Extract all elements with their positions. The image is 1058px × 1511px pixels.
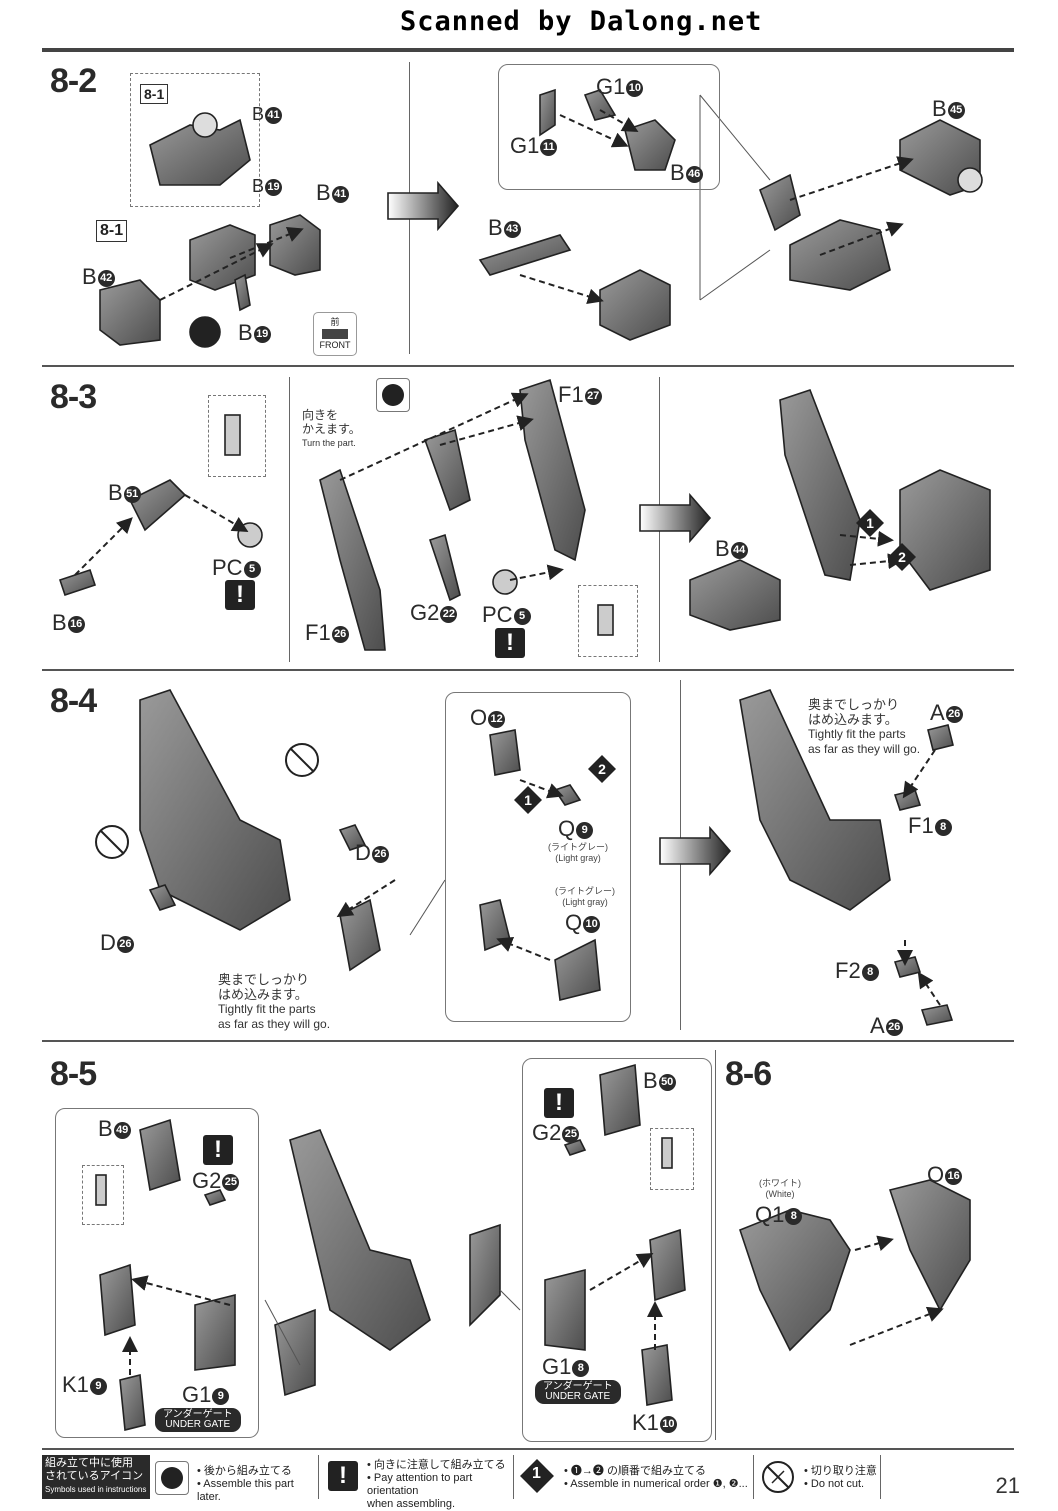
orientation-warning-icon: ! [203, 1135, 233, 1165]
legend-item: • 切り取り注意 • Do not cut. [760, 1455, 890, 1499]
legend-item: ! • 向きに注意して組み立てる • Pay attention to part… [325, 1455, 515, 1510]
legend-divider [753, 1455, 754, 1499]
orientation-warning-icon: ! [328, 1461, 358, 1491]
section-divider [42, 1040, 1014, 1042]
svg-text:1: 1 [866, 515, 874, 531]
fit-note: 奥までしっかり はめ込みます。 Tightly fit the parts as… [808, 697, 921, 756]
legend-item: • 後から組み立てる • Assemble this part later. [155, 1455, 315, 1503]
ref-tag: 8-1 [140, 84, 169, 104]
legend-divider [318, 1455, 319, 1499]
assemble-later-icon [155, 1461, 189, 1495]
top-rule [42, 48, 1014, 52]
detail-box [650, 1128, 694, 1190]
fit-note: 奥までしっかり はめ込みます。 Tightly fit the parts as… [218, 972, 331, 1031]
svg-text:2: 2 [598, 761, 606, 777]
orientation-warning-icon: ! [225, 580, 255, 610]
step-title: 8-6 [725, 1055, 772, 1093]
section-divider [42, 365, 1014, 367]
color-note: (ライトグレー)(Light gray) [555, 886, 615, 907]
section-divider [42, 669, 1014, 671]
vertical-divider [715, 1050, 716, 1440]
step-title: 8-3 [50, 378, 97, 416]
ref-tag: 8-1 [96, 220, 128, 242]
step-title: 8-5 [50, 1055, 97, 1093]
detail-box [208, 395, 266, 477]
subassembly-box [498, 64, 720, 190]
turn-note: 向きを かえます。 Turn the part. [302, 408, 361, 448]
orientation-warning-icon: ! [495, 628, 525, 658]
color-note: (ホワイト)(White) [759, 1178, 801, 1199]
subassembly-box [55, 1108, 259, 1438]
subassembly-box [522, 1058, 712, 1442]
page-number: 21 [995, 1473, 1020, 1498]
detail-box [82, 1165, 124, 1225]
color-note: (ライトグレー)(Light gray) [548, 842, 608, 863]
detail-box [578, 585, 638, 657]
orientation-warning-icon: ! [544, 1088, 574, 1118]
no-cut-icon [762, 1461, 794, 1493]
legend-divider [513, 1455, 514, 1499]
scan-credit: Scanned by Dalong.net [400, 6, 763, 37]
step-order-number: 1 [532, 1465, 541, 1482]
legend-divider [880, 1455, 881, 1499]
legend-title: 組み立て中に使用 されているアイコン Symbols used in instr… [42, 1455, 150, 1499]
subassembly-box [445, 692, 631, 1022]
legend-item: 1 • ❶→❷ の順番で組み立てる • Assemble in numerica… [520, 1455, 750, 1499]
svg-text:1: 1 [524, 792, 532, 808]
step-title: 8-4 [50, 682, 97, 720]
front-indicator: 前 FRONT [313, 312, 357, 356]
step-title: 8-2 [50, 62, 97, 100]
section-divider [42, 1448, 1014, 1450]
vertical-divider [289, 377, 290, 662]
assemble-later-icon [376, 378, 410, 412]
subassembly-box [130, 73, 260, 207]
svg-text:2: 2 [898, 549, 906, 565]
